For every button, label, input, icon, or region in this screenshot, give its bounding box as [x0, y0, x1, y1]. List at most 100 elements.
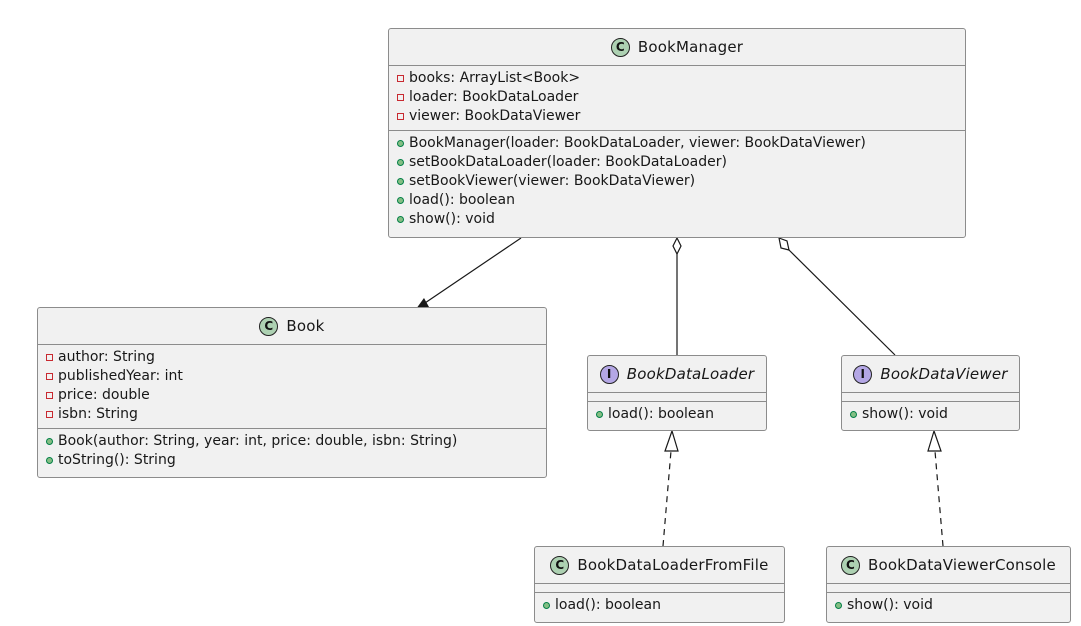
class-name: BookManager [637, 38, 744, 56]
fields-section [842, 392, 1019, 401]
methods-section: load(): boolean [535, 592, 784, 619]
association-arrowhead [416, 298, 429, 309]
class-header: C BookDataLoaderFromFile [535, 547, 784, 583]
method-text: setBookViewer(viewer: BookDataViewer) [409, 173, 696, 189]
aggregation-diamond-loader [672, 236, 682, 256]
method-text: toString(): String [58, 452, 176, 468]
interface-stereotype-icon: I [853, 364, 873, 384]
method-text: setBookDataLoader(loader: BookDataLoader… [409, 154, 727, 170]
method-row: toString(): String [46, 451, 538, 470]
class-header: I BookDataLoader [588, 356, 766, 392]
aggregation-line-viewer [788, 249, 896, 356]
method-row: show(): void [835, 596, 1062, 615]
public-visibility-icon [835, 602, 842, 609]
interface-stereotype-icon: I [599, 364, 619, 384]
class-book-data-loader-from-file: C BookDataLoaderFromFile load(): boolean [534, 546, 785, 623]
public-visibility-icon [46, 457, 53, 464]
method-text: Book(author: String, year: int, price: d… [58, 433, 458, 449]
public-visibility-icon [397, 159, 404, 166]
private-visibility-icon [397, 113, 404, 120]
public-visibility-icon [543, 602, 550, 609]
method-row: show(): void [397, 210, 957, 229]
class-name: BookDataLoaderFromFile [577, 556, 769, 574]
methods-section: BookManager(loader: BookDataLoader, view… [389, 130, 965, 233]
class-header: I BookDataViewer [842, 356, 1019, 392]
method-text: load(): boolean [555, 597, 661, 613]
private-visibility-icon [397, 75, 404, 82]
class-name: BookDataViewerConsole [868, 556, 1056, 574]
class-book-data-viewer-console: C BookDataViewerConsole show(): void [826, 546, 1071, 623]
method-row: setBookDataLoader(loader: BookDataLoader… [397, 153, 957, 172]
aggregation-diamond-viewer [778, 237, 790, 251]
interface-book-data-loader: I BookDataLoader load(): boolean [587, 355, 767, 431]
field-row: author: String [46, 348, 538, 367]
public-visibility-icon [596, 411, 603, 418]
class-stereotype-icon: C [550, 555, 570, 575]
field-text: loader: BookDataLoader [409, 89, 579, 105]
association-line [421, 237, 522, 306]
method-text: BookManager(loader: BookDataLoader, view… [409, 135, 866, 151]
public-visibility-icon [397, 216, 404, 223]
field-row: isbn: String [46, 405, 538, 424]
methods-section: load(): boolean [588, 401, 766, 428]
fields-section [827, 583, 1070, 592]
method-row: setBookViewer(viewer: BookDataViewer) [397, 172, 957, 191]
class-name: BookDataLoader [626, 365, 755, 383]
field-text: price: double [58, 387, 150, 403]
class-name: Book [286, 317, 325, 335]
realization-line-viewer [934, 450, 944, 547]
private-visibility-icon [46, 373, 53, 380]
class-name: BookDataViewer [880, 365, 1008, 383]
method-text: show(): void [409, 211, 495, 227]
field-text: books: ArrayList<Book> [409, 70, 581, 86]
field-row: viewer: BookDataViewer [397, 107, 957, 126]
field-row: books: ArrayList<Book> [397, 69, 957, 88]
methods-section: show(): void [827, 592, 1070, 619]
private-visibility-icon [46, 392, 53, 399]
method-text: load(): boolean [608, 406, 714, 422]
field-text: author: String [58, 349, 155, 365]
realization-line-loader [662, 450, 672, 547]
public-visibility-icon [397, 178, 404, 185]
method-row: load(): boolean [596, 405, 758, 424]
method-row: Book(author: String, year: int, price: d… [46, 432, 538, 451]
class-header: C BookDataViewerConsole [827, 547, 1070, 583]
method-text: load(): boolean [409, 192, 515, 208]
class-stereotype-icon: C [259, 316, 279, 336]
method-text: show(): void [862, 406, 948, 422]
class-stereotype-icon: C [841, 555, 861, 575]
public-visibility-icon [397, 197, 404, 204]
realization-arrowhead-loader [664, 429, 679, 452]
public-visibility-icon [850, 411, 857, 418]
fields-section [535, 583, 784, 592]
methods-section: Book(author: String, year: int, price: d… [38, 428, 546, 474]
realization-arrowhead-viewer [927, 429, 942, 452]
private-visibility-icon [46, 411, 53, 418]
class-book: C Book author: String publishedYear: int… [37, 307, 547, 478]
field-text: publishedYear: int [58, 368, 183, 384]
public-visibility-icon [397, 140, 404, 147]
fields-section: books: ArrayList<Book> loader: BookDataL… [389, 65, 965, 130]
public-visibility-icon [46, 438, 53, 445]
interface-book-data-viewer: I BookDataViewer show(): void [841, 355, 1020, 431]
fields-section: author: String publishedYear: int price:… [38, 344, 546, 428]
field-row: loader: BookDataLoader [397, 88, 957, 107]
field-text: viewer: BookDataViewer [409, 108, 581, 124]
method-row: load(): boolean [543, 596, 776, 615]
field-text: isbn: String [58, 406, 138, 422]
class-header: C BookManager [389, 29, 965, 65]
method-row: load(): boolean [397, 191, 957, 210]
private-visibility-icon [46, 354, 53, 361]
private-visibility-icon [397, 94, 404, 101]
class-book-manager: C BookManager books: ArrayList<Book> loa… [388, 28, 966, 238]
class-stereotype-icon: C [610, 37, 630, 57]
class-header: C Book [38, 308, 546, 344]
fields-section [588, 392, 766, 401]
method-row: BookManager(loader: BookDataLoader, view… [397, 134, 957, 153]
field-row: publishedYear: int [46, 367, 538, 386]
methods-section: show(): void [842, 401, 1019, 428]
method-text: show(): void [847, 597, 933, 613]
method-row: show(): void [850, 405, 1011, 424]
field-row: price: double [46, 386, 538, 405]
